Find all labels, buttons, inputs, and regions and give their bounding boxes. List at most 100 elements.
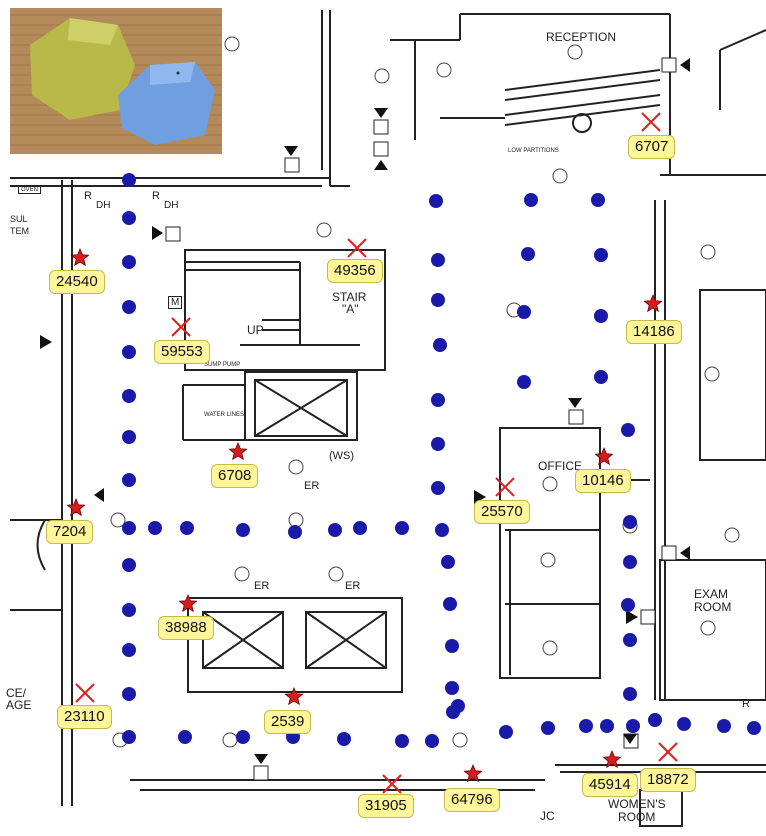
beacon-dot — [425, 734, 439, 748]
beacon-dot — [122, 558, 136, 572]
s-boxes — [165, 57, 677, 781]
beacon-dot — [337, 732, 351, 746]
beacon-dot — [431, 393, 445, 407]
beacon-dot — [122, 389, 136, 403]
beacon-photo — [10, 8, 222, 154]
beacon-dots — [122, 173, 761, 748]
star-marker — [228, 441, 248, 461]
star-marker — [602, 749, 622, 769]
reception-label: RECEPTION — [546, 30, 617, 44]
beacon-dot — [122, 730, 136, 744]
beacon-dot — [626, 719, 640, 733]
exam-room-label: ROOM — [694, 600, 732, 614]
beacon-dot — [451, 699, 465, 713]
beacon-id-label-7204: 7204 — [46, 520, 94, 544]
beacon-id-label-49356: 49356 — [327, 259, 383, 283]
er-label-3: ER — [345, 580, 361, 592]
beacon-dot — [521, 247, 535, 261]
beacon-dot — [122, 300, 136, 314]
womens-label: WOMEN'S — [608, 797, 666, 811]
beacon-id-label-25570: 25570 — [474, 500, 530, 524]
cross-marker — [641, 112, 661, 132]
exam-label: EXAM — [694, 587, 729, 601]
beacon-id-label-6708: 6708 — [211, 464, 259, 488]
m-label: M — [168, 296, 183, 309]
beacon-id-label-59553: 59553 — [154, 340, 210, 364]
cross-marker — [171, 317, 191, 337]
beacon-dot — [594, 309, 608, 323]
beacon-id-label-10146: 10146 — [575, 469, 631, 493]
er-label-2: ER — [254, 580, 270, 592]
beacon-dot — [747, 721, 761, 735]
r-label-2: R — [152, 190, 160, 202]
star-marker — [66, 497, 86, 517]
sump-label: SUMP PUMP — [204, 362, 241, 368]
beacon-dot — [623, 633, 637, 647]
beacon-dot — [288, 525, 302, 539]
beacon-id-label-2539: 2539 — [264, 710, 312, 734]
sul-label: SUL — [10, 214, 28, 224]
beacon-dot — [445, 681, 459, 695]
beacon-dot — [594, 248, 608, 262]
beacon-dot — [178, 730, 192, 744]
beacon-dot — [445, 639, 459, 653]
beacon-dot — [717, 719, 731, 733]
beacon-dot — [122, 603, 136, 617]
beacon-dot — [623, 555, 637, 569]
beacon-dot — [236, 730, 250, 744]
beacon-dot — [122, 687, 136, 701]
water-label: WATER LINES — [204, 412, 245, 418]
beacon-id-label-38988: 38988 — [158, 616, 214, 640]
beacon-dot — [122, 345, 136, 359]
beacon-dot — [431, 481, 445, 495]
beacon-id-label-31905: 31905 — [358, 794, 414, 818]
beacon-dot — [122, 173, 136, 187]
beacon-id-label-14186: 14186 — [626, 320, 682, 344]
beacon-dot — [148, 521, 162, 535]
beacon-dot — [621, 423, 635, 437]
beacon-dot — [433, 338, 447, 352]
beacon-id-label-23110: 23110 — [57, 705, 112, 729]
womens-room-label: ROOM — [618, 810, 656, 824]
tem-label: TEM — [10, 226, 29, 236]
ce-label: CE/ — [6, 686, 27, 700]
beacon-dot — [623, 687, 637, 701]
beacon-dot — [431, 437, 445, 451]
beacon-dot — [236, 523, 250, 537]
beacon-dot — [395, 734, 409, 748]
dh-label-1: DH — [96, 200, 111, 211]
star-marker — [643, 293, 663, 313]
star-marker — [463, 763, 483, 783]
beacon-dot — [180, 521, 194, 535]
beacon-dot — [122, 430, 136, 444]
beacon-dot — [524, 193, 538, 207]
beacon-dot — [122, 473, 136, 487]
beacon-dot — [579, 719, 593, 733]
beacon-id-label-18872: 18872 — [640, 768, 696, 792]
beacon-dot — [621, 598, 635, 612]
beacon-dot — [648, 713, 662, 727]
low-partitions-label: LOW PARTITIONS — [508, 148, 559, 154]
r-label-right: R — [742, 698, 750, 710]
cross-markers — [75, 112, 678, 794]
beacon-dot — [431, 253, 445, 267]
beacon-dot — [395, 521, 409, 535]
beacon-dot — [600, 719, 614, 733]
beacon-dot — [499, 725, 513, 739]
age-label: AGE — [6, 698, 32, 712]
beacon-dot — [441, 555, 455, 569]
jc-label: JC — [540, 809, 555, 823]
beacon-dot — [443, 597, 457, 611]
cross-marker — [495, 477, 515, 497]
beacon-dot — [435, 523, 449, 537]
beacon-dot — [122, 255, 136, 269]
beacon-dot — [541, 721, 555, 735]
beacon-id-label-45914: 45914 — [582, 773, 638, 797]
beacon-dot — [122, 521, 136, 535]
er-label-1: ER — [304, 480, 320, 492]
cross-marker — [382, 774, 402, 794]
beacon-id-label-24540: 24540 — [49, 270, 105, 294]
up-label: UP — [247, 323, 264, 337]
